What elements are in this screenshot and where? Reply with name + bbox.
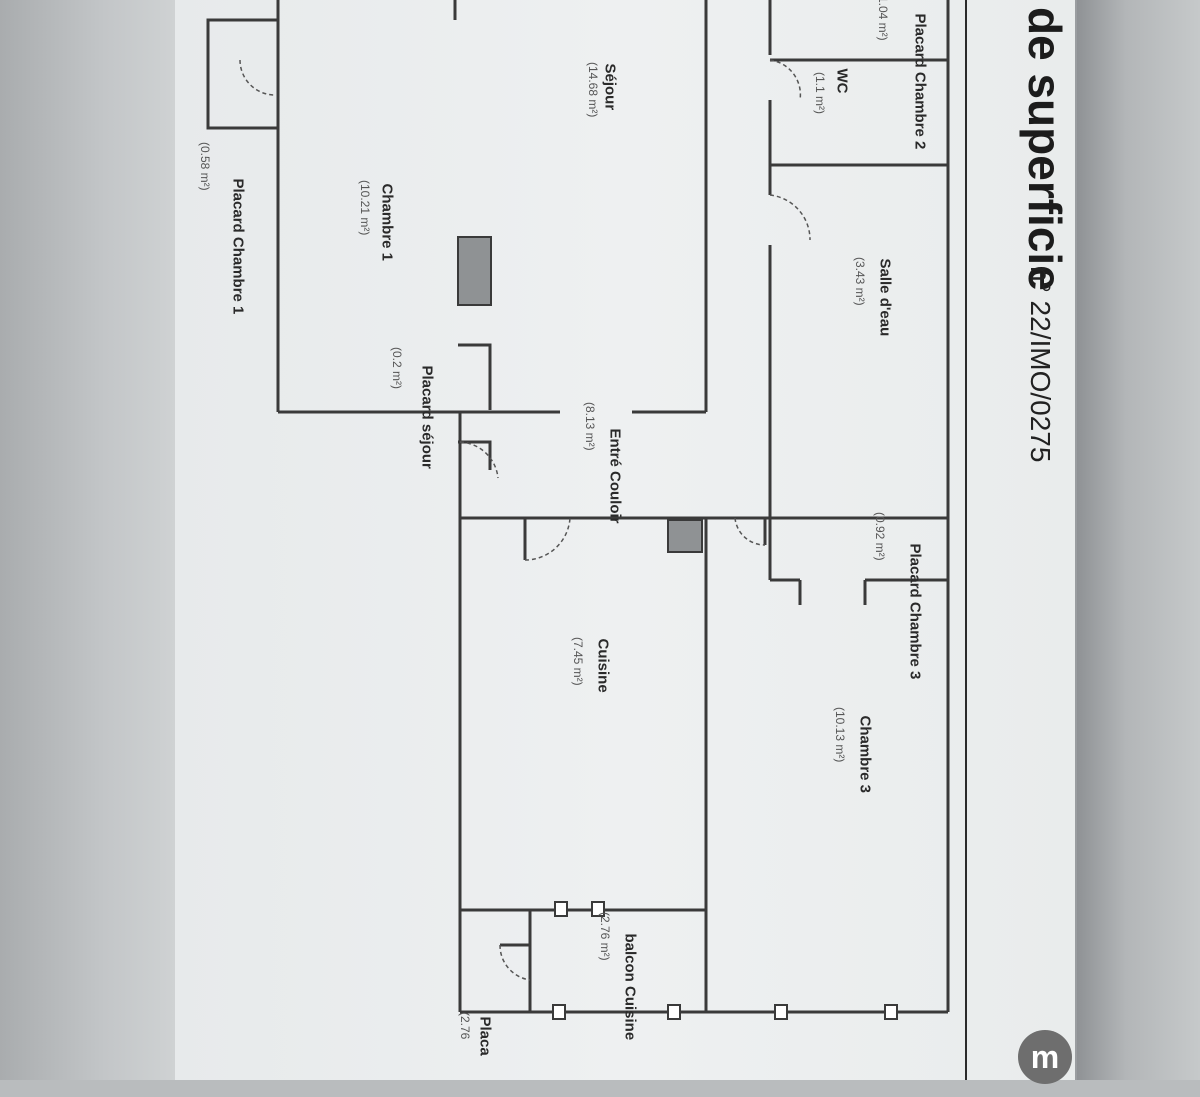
door-swing-chambre3 — [734, 517, 766, 546]
room-chambre-3: Chambre 3 — [856, 715, 874, 794]
wall-placard-chambre1 — [206, 18, 278, 130]
room-placard-chambre-3-area: (0.92 m²) — [873, 512, 887, 561]
room-placard-chambre-1: Placard Chambre 1 — [229, 178, 247, 315]
room-placard-chambre-2: Placard Chambre 2 — [911, 13, 929, 150]
room-placard-sejour-area: (0.2 m²) — [390, 347, 404, 389]
duct-block-2 — [667, 519, 703, 553]
header-divider — [965, 0, 967, 1080]
room-sejour: Séjour — [601, 63, 619, 111]
window-marker — [554, 901, 568, 917]
door-swing-kitchen — [524, 517, 571, 561]
window-marker — [552, 1004, 566, 1020]
room-chambre-3-area: (10.13 m²) — [833, 707, 847, 763]
room-placard-cut: Placa — [476, 1016, 494, 1056]
room-wc-area: (1.1 m²) — [813, 72, 827, 114]
company-logo: m — [1018, 1030, 1072, 1084]
door-swing-placard-chambre1 — [239, 59, 276, 96]
room-sejour-area: (14.68 m²) — [586, 62, 600, 118]
room-placard-chambre-3: Placard Chambre 3 — [906, 543, 924, 680]
room-balcon-cuisine-area: (2.76 m²) — [598, 912, 612, 961]
door-swing-wc — [769, 59, 802, 101]
room-salle-eau-area: (3.43 m²) — [853, 257, 867, 306]
room-chambre-1: Chambre 1 — [378, 183, 396, 262]
wall-placard-sejour-2 — [458, 440, 492, 470]
room-entree-couloir: Entré Couloir — [606, 428, 624, 524]
door-swing-balcony — [499, 944, 531, 981]
room-salle-eau: Salle d'eau — [876, 258, 894, 337]
door-swing-salle-eau — [769, 194, 811, 241]
door-swing-placard-sejour — [459, 441, 499, 479]
window-marker — [591, 901, 605, 917]
room-balcon-cuisine: balcon Cuisine — [621, 933, 639, 1041]
room-chambre-1-area: (10.21 m²) — [358, 180, 372, 236]
room-placard-chambre-1-area: (0.58 m²) — [198, 142, 212, 191]
window-marker — [774, 1004, 788, 1020]
window-marker — [667, 1004, 681, 1020]
window-marker — [884, 1004, 898, 1020]
page-margin-left — [0, 0, 175, 1080]
room-wc: WC — [833, 68, 851, 94]
room-placard-chambre-2-area: (1.04 m²) — [876, 0, 890, 41]
room-cuisine: Cuisine — [594, 638, 612, 693]
room-entree-couloir-area: (8.13 m²) — [583, 402, 597, 451]
document-sheet — [175, 0, 1077, 1080]
room-placard-cut-area: (2.76 — [458, 1012, 472, 1040]
room-placard-sejour: Placard séjour — [418, 365, 436, 469]
page-edge-shadow — [1077, 0, 1200, 1080]
room-cuisine-area: (7.45 m²) — [571, 637, 585, 686]
wall-placard-sejour-1 — [458, 343, 492, 410]
duct-block — [457, 236, 492, 306]
